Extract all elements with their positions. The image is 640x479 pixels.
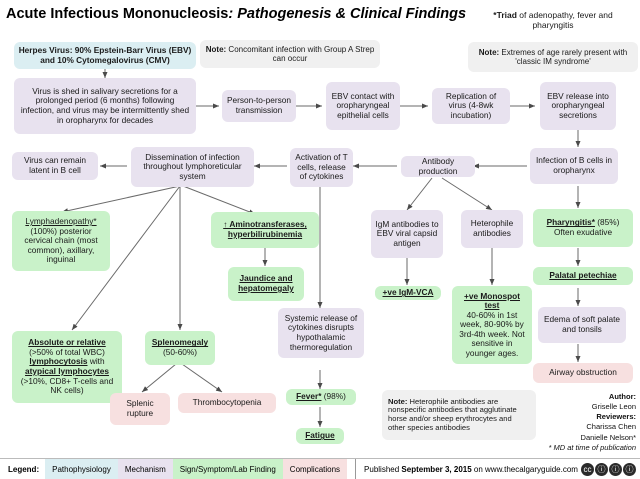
- node-ebv-contact: EBV contact with oropharyngeal epithelia…: [326, 82, 400, 130]
- triad-star: *Triad: [493, 10, 517, 21]
- node-person-to-person: Person-to-person transmission: [222, 90, 296, 122]
- splenomegaly-body: (50-60%): [162, 347, 198, 357]
- node-lymphocytosis: Absolute or relative (>50% of total WBC)…: [12, 331, 122, 403]
- heterophile-note-label: Note:: [388, 396, 408, 406]
- note-heterophile-antibodies: Note: Heterophile antibodies are nonspec…: [382, 390, 536, 440]
- credits-block: Author: Griselle Leon Reviewers: Chariss…: [548, 392, 636, 453]
- node-antibody-production: Antibody production: [401, 156, 475, 177]
- lymphocytosis-line2: (>50% of total WBC): [29, 346, 105, 357]
- fever-heading: Fever*: [296, 391, 322, 402]
- legend-label: Legend:: [8, 464, 40, 474]
- node-thrombocytopenia: Thrombocytopenia: [178, 393, 276, 413]
- node-igm-vca: +ve IgM-VCA: [375, 286, 441, 300]
- node-systemic-release: Systemic release of cytokines disrupts h…: [278, 308, 364, 358]
- node-pharyngitis: Pharyngitis* (85%) Often exudative: [533, 209, 633, 247]
- strep-note-text: Concomitant infection with Group A Strep…: [226, 44, 375, 63]
- publication-info: Published September 3, 2015 on www.theca…: [364, 465, 578, 474]
- igm-vca-label: +ve IgM-VCA: [382, 287, 434, 298]
- pharyngitis-body: Often exudative: [553, 227, 613, 237]
- node-palatal-petechiae: Palatal petechiae: [533, 267, 633, 285]
- node-splenic-rupture: Splenic rupture: [110, 393, 170, 425]
- legend-bar: Legend: Pathophysiology Mechanism Sign/S…: [0, 458, 640, 479]
- lymphocytosis-line1: Absolute or relative: [28, 337, 106, 348]
- reviewer-2: Danielle Nelson*: [580, 432, 636, 442]
- lymphocytosis-line5: (>10%, CD8+ T-cells and NK cells): [20, 375, 114, 396]
- page-title-main: Acute Infectious Mononucleosis: [6, 6, 229, 22]
- author-name: Griselle Leon: [591, 402, 636, 412]
- legend-divider: [355, 458, 357, 479]
- strep-note-label: Note:: [205, 44, 227, 54]
- pharyngitis-heading: Pharyngitis*: [546, 217, 595, 228]
- fever-pct: (98%): [321, 391, 346, 402]
- node-herpes-virus: Herpes Virus: 90% Epstein-Barr Virus (EB…: [14, 42, 196, 69]
- legend-item-mechanism: Mechanism: [117, 458, 173, 479]
- published-pre: Published: [364, 464, 402, 474]
- cc-mark-3: ⓘ: [623, 462, 636, 476]
- note-label: Note:: [478, 47, 500, 57]
- node-jaundice-hepatomegaly: Jaundice and hepatomegaly: [228, 267, 304, 301]
- lymphocytosis-line3b: with: [87, 356, 105, 367]
- heterophile-note-text: Heterophile antibodies are nonspecific a…: [388, 396, 517, 432]
- triad-text: of adenopathy, fever and pharyngitis: [516, 10, 613, 30]
- pharyngitis-pct: (85%): [594, 217, 620, 228]
- aminotransferases-label: ↑ Aminotransferases, hyperbilirubinemia: [223, 219, 307, 239]
- note-extremes-of-age: Note: Extremes of age rarely present wit…: [468, 42, 638, 72]
- note-text: Extremes of age rarely present with 'cla…: [499, 47, 628, 66]
- note-group-a-strep: Note: Concomitant infection with Group A…: [200, 40, 380, 68]
- node-ebv-release: EBV release into oropharyngeal secretion…: [540, 82, 616, 130]
- node-infection-b-cells: Infection of B cells in oropharynx: [530, 148, 618, 184]
- jaundice-label: Jaundice and hepatomegaly: [238, 273, 294, 293]
- node-dissemination: Dissemination of infection throughout ly…: [131, 147, 254, 187]
- lymphadenopathy-heading: Lymphadenopathy*: [25, 216, 97, 227]
- creative-commons-icon[interactable]: cc ⓘ ⓘ ⓘ: [581, 462, 636, 476]
- node-virus-shedding: Virus is shed in salivary secretions for…: [14, 78, 196, 134]
- monospot-heading: +ve Monospot test: [463, 290, 520, 311]
- reviewers-label: Reviewers:: [596, 412, 636, 422]
- monospot-body: 40-60% in 1st week, 80-90% by 3rd-4th we…: [459, 309, 525, 358]
- node-igm-antibodies: IgM antibodies to EBV viral capsid antig…: [371, 210, 443, 258]
- node-activation-t-cells: Activation of T cells, release of cytoki…: [290, 148, 353, 187]
- legend-item-sign-symptom-lab: Sign/Symptom/Lab Finding: [172, 458, 283, 479]
- lymphocytosis-line3: lymphocytosis: [29, 356, 88, 367]
- legend-item-complications: Complications: [282, 458, 348, 479]
- cc-mark-0: cc: [581, 462, 594, 476]
- lymphadenopathy-body: (100%) posterior cervical chain (most co…: [24, 225, 98, 265]
- node-airway-obstruction: Airway obstruction: [533, 363, 633, 383]
- splenomegaly-heading: Splenomegaly: [151, 337, 209, 348]
- node-fever: Fever* (98%): [286, 389, 356, 405]
- node-aminotransferases: ↑ Aminotransferases, hyperbilirubinemia: [211, 212, 319, 248]
- legend-item-pathophysiology: Pathophysiology: [45, 458, 118, 479]
- note-triad: *Triad of adenopathy, fever and pharyngi…: [470, 6, 636, 36]
- palatal-petechiae-label: Palatal petechiae: [549, 270, 617, 281]
- node-edema-soft-palate: Edema of soft palate and tonsils: [538, 307, 626, 343]
- published-site: on www.thecalgaryguide.com: [471, 464, 578, 474]
- author-label: Author:: [608, 392, 636, 401]
- node-splenomegaly: Splenomegaly (50-60%): [145, 331, 215, 365]
- reviewer-1: Charissa Chen: [586, 422, 636, 432]
- fatigue-label: Fatigue: [305, 430, 335, 441]
- node-heterophile-antibodies: Heterophile antibodies: [461, 210, 523, 248]
- node-replication: Replication of virus (4-8wk incubation): [432, 88, 510, 124]
- node-fatigue: Fatigue: [296, 428, 344, 444]
- page-title: Acute Infectious Mononucleosis: Pathogen…: [6, 6, 466, 22]
- lymphocytosis-line4: atypical lymphocytes: [25, 366, 109, 376]
- cc-mark-1: ⓘ: [595, 462, 608, 476]
- credits-footnote: * MD at time of publication: [548, 442, 636, 452]
- published-date: September 3, 2015: [401, 464, 472, 474]
- page-title-sub: : Pathogenesis & Clinical Findings: [228, 6, 467, 22]
- node-monospot-test: +ve Monospot test 40-60% in 1st week, 80…: [452, 286, 532, 364]
- node-latent-b-cell: Virus can remain latent in B cell: [12, 152, 98, 180]
- cc-mark-2: ⓘ: [609, 462, 622, 476]
- node-lymphadenopathy: Lymphadenopathy* (100%) posterior cervic…: [12, 211, 110, 271]
